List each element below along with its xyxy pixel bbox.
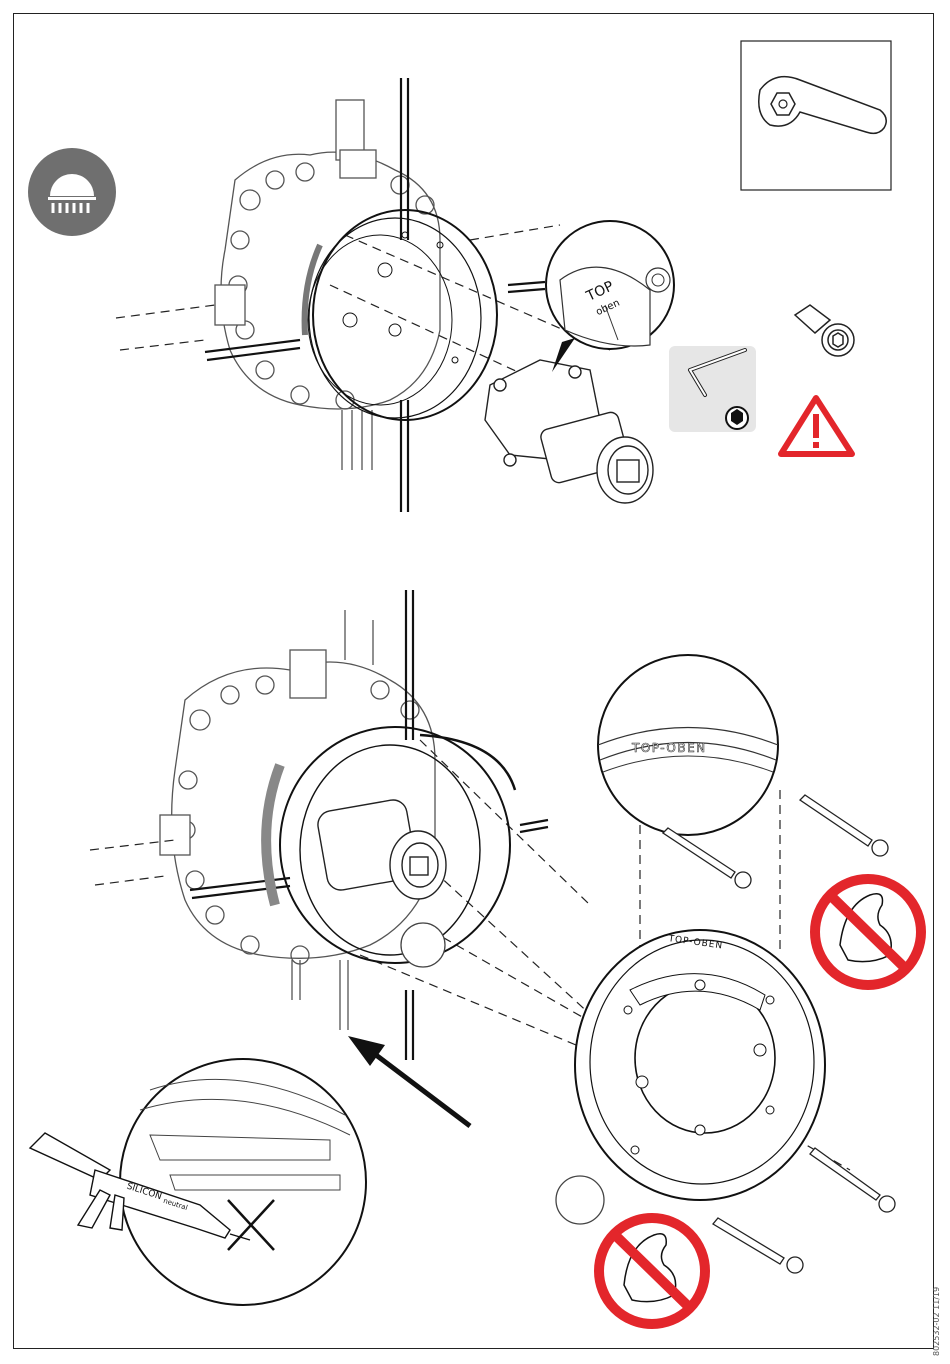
detail-zoom-top: TOP oben: [546, 221, 674, 372]
allen-key-icon: [669, 346, 756, 432]
detail-zoom-silicone: [120, 1059, 366, 1305]
detail-zoom-ring: TOP-OBEN: [598, 655, 778, 835]
valve-cartridge: [485, 360, 653, 503]
escutcheon-plate: TOP-OBEN: [575, 930, 825, 1200]
screw-part: [795, 305, 854, 356]
no-force-icon: [815, 879, 921, 985]
wrench-icon: [741, 41, 891, 190]
no-force-icon-2: [599, 1218, 705, 1324]
mixer-box: [215, 100, 440, 470]
shower-icon: [28, 148, 116, 236]
assembly-arrow: [348, 1036, 470, 1126]
marker-circle-2: [556, 1176, 604, 1224]
document-number: 802532-02 11/19: [932, 1287, 941, 1356]
warning-icon: [781, 398, 852, 454]
marker-circle-1: [401, 923, 445, 967]
ring-label: TOP-OBEN: [631, 741, 707, 755]
